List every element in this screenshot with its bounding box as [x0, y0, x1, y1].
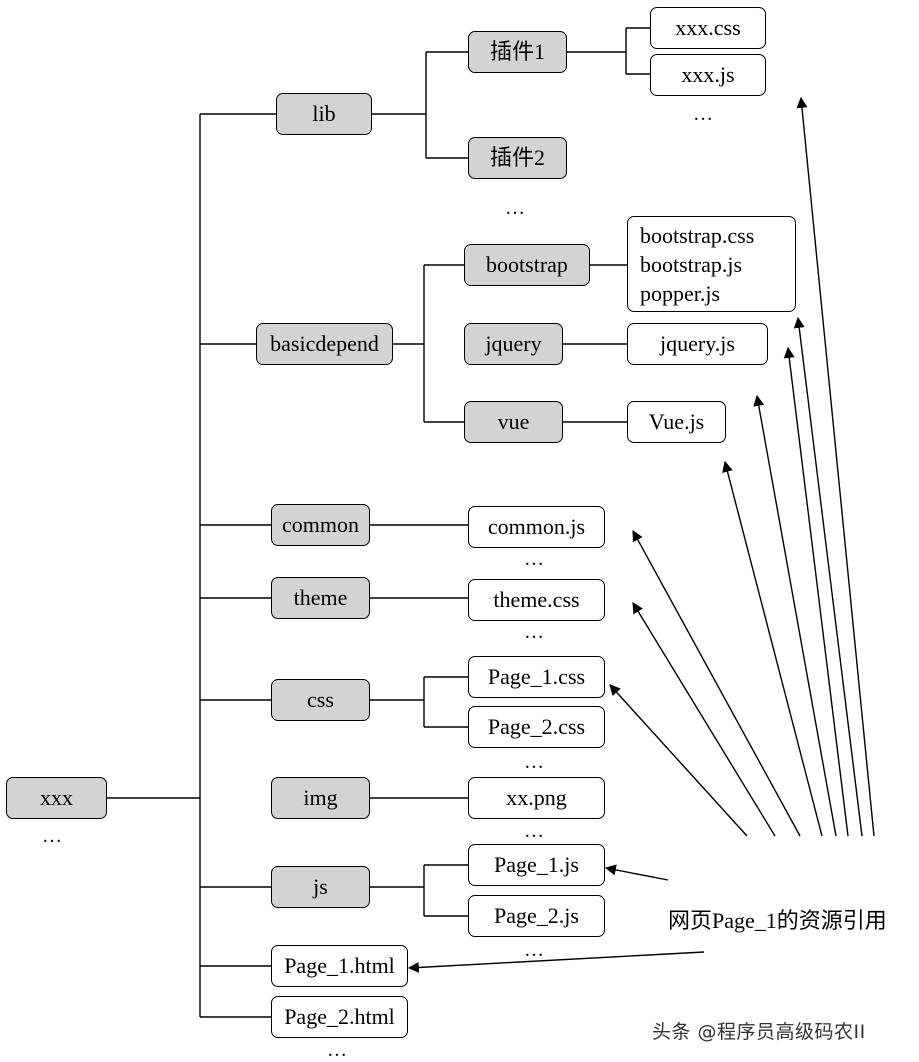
- source-watermark: 头条 @程序员高级码农II: [652, 1021, 866, 1043]
- lib-more-ellipsis: …: [505, 197, 526, 219]
- file-common-js: common.js: [468, 506, 605, 548]
- file-page2-js: Page_2.js: [468, 895, 605, 937]
- folder-jquery: jquery: [464, 323, 563, 365]
- folder-img: img: [271, 777, 370, 819]
- bootstrap-files-box: bootstrap.css bootstrap.js popper.js: [627, 216, 796, 312]
- file-jquery-js: jquery.js: [627, 323, 768, 365]
- file-bootstrap-js: bootstrap.js: [640, 251, 743, 277]
- file-page2-css: Page_2.css: [468, 706, 605, 748]
- folder-plugin-2: 插件2: [468, 137, 567, 179]
- folder-js: js: [271, 866, 370, 908]
- folder-common: common: [271, 504, 370, 546]
- img-more-ellipsis: …: [524, 820, 545, 842]
- theme-more-ellipsis: …: [524, 621, 545, 643]
- file-xxx-js: xxx.js: [650, 54, 766, 96]
- folder-vue: vue: [464, 401, 563, 443]
- folder-lib: lib: [276, 93, 372, 135]
- html-more-ellipsis: …: [327, 1039, 348, 1061]
- folder-basicdepend: basicdepend: [256, 323, 393, 365]
- folder-css: css: [271, 679, 370, 721]
- js-more-ellipsis: …: [524, 939, 545, 961]
- folder-theme: theme: [271, 577, 370, 619]
- folder-bootstrap: bootstrap: [464, 244, 590, 286]
- folder-plugin-1: 插件1: [468, 31, 567, 73]
- file-page1-html: Page_1.html: [271, 945, 408, 987]
- file-popper-js: popper.js: [640, 280, 721, 306]
- common-more-ellipsis: …: [524, 548, 545, 570]
- file-theme-css: theme.css: [468, 579, 605, 621]
- file-xx-png: xx.png: [468, 777, 605, 819]
- file-page2-html: Page_2.html: [271, 996, 408, 1038]
- resource-reference-caption: 网页Page_1的资源引用: [668, 908, 887, 933]
- root-folder-xxx: xxx: [6, 777, 107, 819]
- file-xxx-css: xxx.css: [650, 7, 766, 49]
- file-vue-js: Vue.js: [627, 401, 726, 443]
- css-more-ellipsis: …: [524, 751, 545, 773]
- file-bootstrap-css: bootstrap.css: [640, 222, 755, 248]
- root-more-ellipsis: …: [42, 825, 63, 847]
- file-page1-css: Page_1.css: [468, 656, 605, 698]
- plugin1-more-ellipsis: …: [693, 103, 714, 125]
- file-page1-js: Page_1.js: [468, 844, 605, 886]
